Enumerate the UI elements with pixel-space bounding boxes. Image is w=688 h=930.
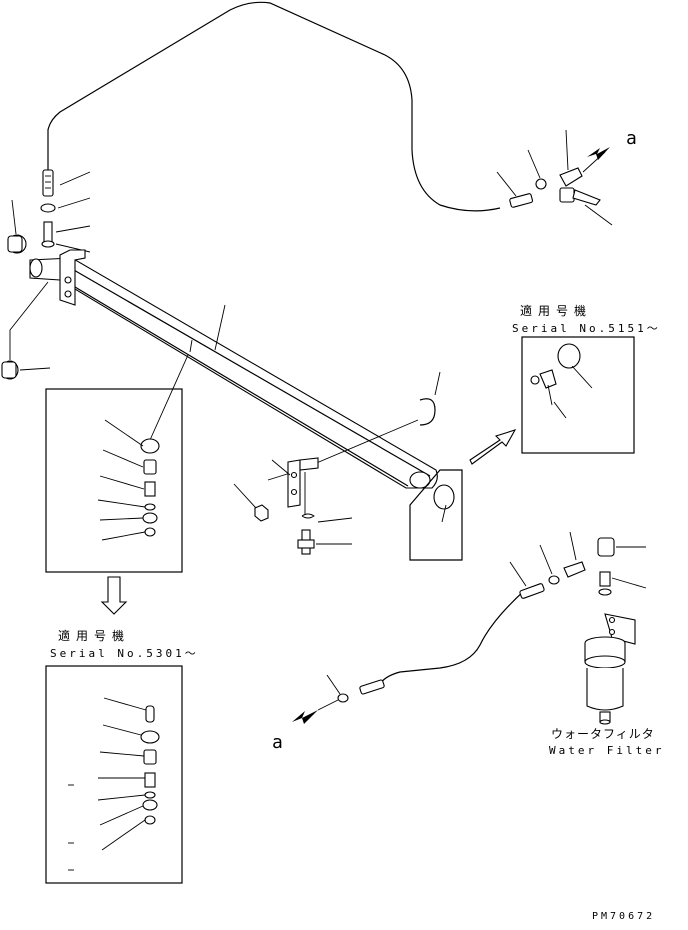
upper-right-cock-group: [496, 129, 613, 226]
nipple-left: [43, 221, 53, 243]
lower-hose-fittings: [292, 531, 586, 724]
water-filter-assembly: [584, 537, 647, 725]
inset-left-stack: [45, 354, 189, 573]
inset-5301-title: 適用号機: [58, 629, 131, 643]
inset-5151-title: 適用号機: [520, 304, 593, 318]
arrow-down: [100, 576, 128, 615]
pipe-bracket-left: [59, 249, 86, 306]
arrow-to-inset: [469, 429, 517, 465]
callout-a-bottom: a: [272, 732, 283, 753]
cap-left: [7, 199, 27, 254]
clip: [301, 513, 315, 519]
end-cap-detail: [409, 429, 517, 561]
lower-left-fitting: [1, 281, 51, 380]
inset-5151: [521, 336, 635, 454]
water-filter-label-jp: ウォータフィルタ: [551, 727, 655, 741]
main-pipe: [29, 257, 438, 489]
drawing-code: PM70672: [592, 911, 656, 922]
water-filter-label-en: Water Filter: [549, 744, 665, 757]
nut: [254, 504, 269, 522]
center-bracket-group: [233, 457, 353, 555]
inset-5301: [45, 665, 183, 884]
left-fitting-stack: [40, 169, 91, 253]
arrow-a-bottom: [292, 710, 318, 724]
inset-5151-serial: Serial No.5151～: [512, 322, 661, 335]
arrow-a-top: [587, 147, 610, 160]
clamp-left: [40, 203, 56, 213]
callout-a-top: a: [626, 128, 637, 149]
hose-segment-left: [42, 169, 54, 197]
lower-hose: [379, 589, 526, 685]
inset-5301-serial: Serial No.5301～: [50, 647, 199, 660]
upper-hose: [47, 1, 501, 212]
